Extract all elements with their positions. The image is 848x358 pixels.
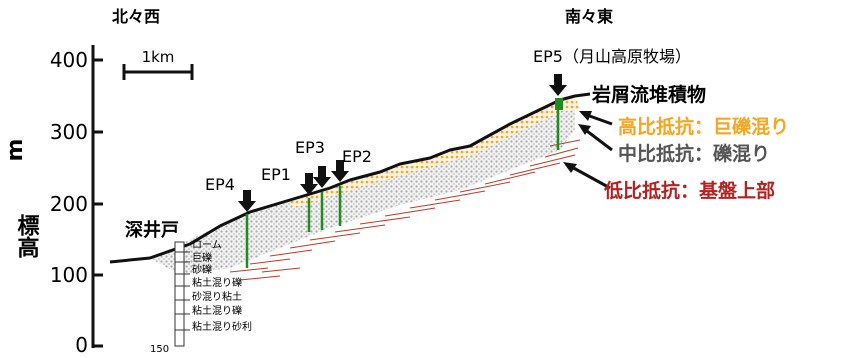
mid-resistivity-label: 中比抵抗：礫混り bbox=[618, 142, 770, 165]
well-layer: 粘土混り礫 bbox=[192, 276, 242, 289]
orientation-right: 南々東 bbox=[565, 7, 613, 26]
ep5-label: EP5（月山高原牧場） bbox=[533, 47, 691, 66]
ep5-thick-marker bbox=[555, 98, 563, 110]
orientation-left: 北々西 bbox=[112, 7, 160, 26]
y-axis-title: 標高 bbox=[14, 214, 40, 258]
well-layer: 砂混り粘土 bbox=[192, 290, 242, 303]
high-resistivity-layer bbox=[290, 96, 580, 208]
ep1-label: EP1 bbox=[261, 165, 291, 184]
well-depth-label: 150 bbox=[150, 344, 169, 355]
scale-bar-label: 1km bbox=[142, 48, 175, 66]
high-resistivity-label: 高比抵抗：巨礫混り bbox=[618, 115, 789, 138]
low-resistivity-hatching bbox=[229, 139, 581, 281]
ep3-label: EP3 bbox=[295, 138, 325, 157]
well-layer: 砂礫 bbox=[192, 263, 212, 276]
y-tick-label: 300 bbox=[50, 120, 88, 144]
mid-pointer-head bbox=[578, 124, 591, 135]
well-column bbox=[174, 241, 185, 347]
y-tick-label: 200 bbox=[50, 192, 88, 216]
mid-pointer bbox=[582, 126, 613, 152]
low-pointer-head bbox=[563, 162, 577, 173]
well-layer: 粘土混り砂利 bbox=[192, 320, 252, 333]
well-name: 深井戸 bbox=[125, 219, 179, 241]
ep-arrows bbox=[238, 74, 567, 212]
scale-bar bbox=[122, 64, 194, 80]
y-tick-label: 100 bbox=[50, 263, 88, 287]
well-layer: 粘土混り礫 bbox=[192, 304, 242, 317]
ep2-label: EP2 bbox=[342, 147, 372, 166]
ground-surface-line bbox=[109, 92, 591, 264]
deposit-label: 岩屑流堆積物 bbox=[591, 83, 706, 106]
low-pointer bbox=[569, 164, 611, 190]
high-pointer-head bbox=[579, 111, 592, 121]
ep4-label: EP4 bbox=[205, 175, 235, 194]
y-axis-ticks bbox=[93, 58, 103, 348]
well-layer: ローム bbox=[192, 239, 222, 251]
y-tick-label: 400 bbox=[50, 48, 88, 72]
low-resistivity-label: 低比抵抗：基盤上部 bbox=[603, 179, 775, 202]
y-axis-unit: m bbox=[3, 139, 28, 162]
well-layer-ticks bbox=[175, 251, 190, 331]
well-layer: 巨礫 bbox=[192, 251, 212, 264]
y-tick-label: 0 bbox=[75, 333, 88, 357]
